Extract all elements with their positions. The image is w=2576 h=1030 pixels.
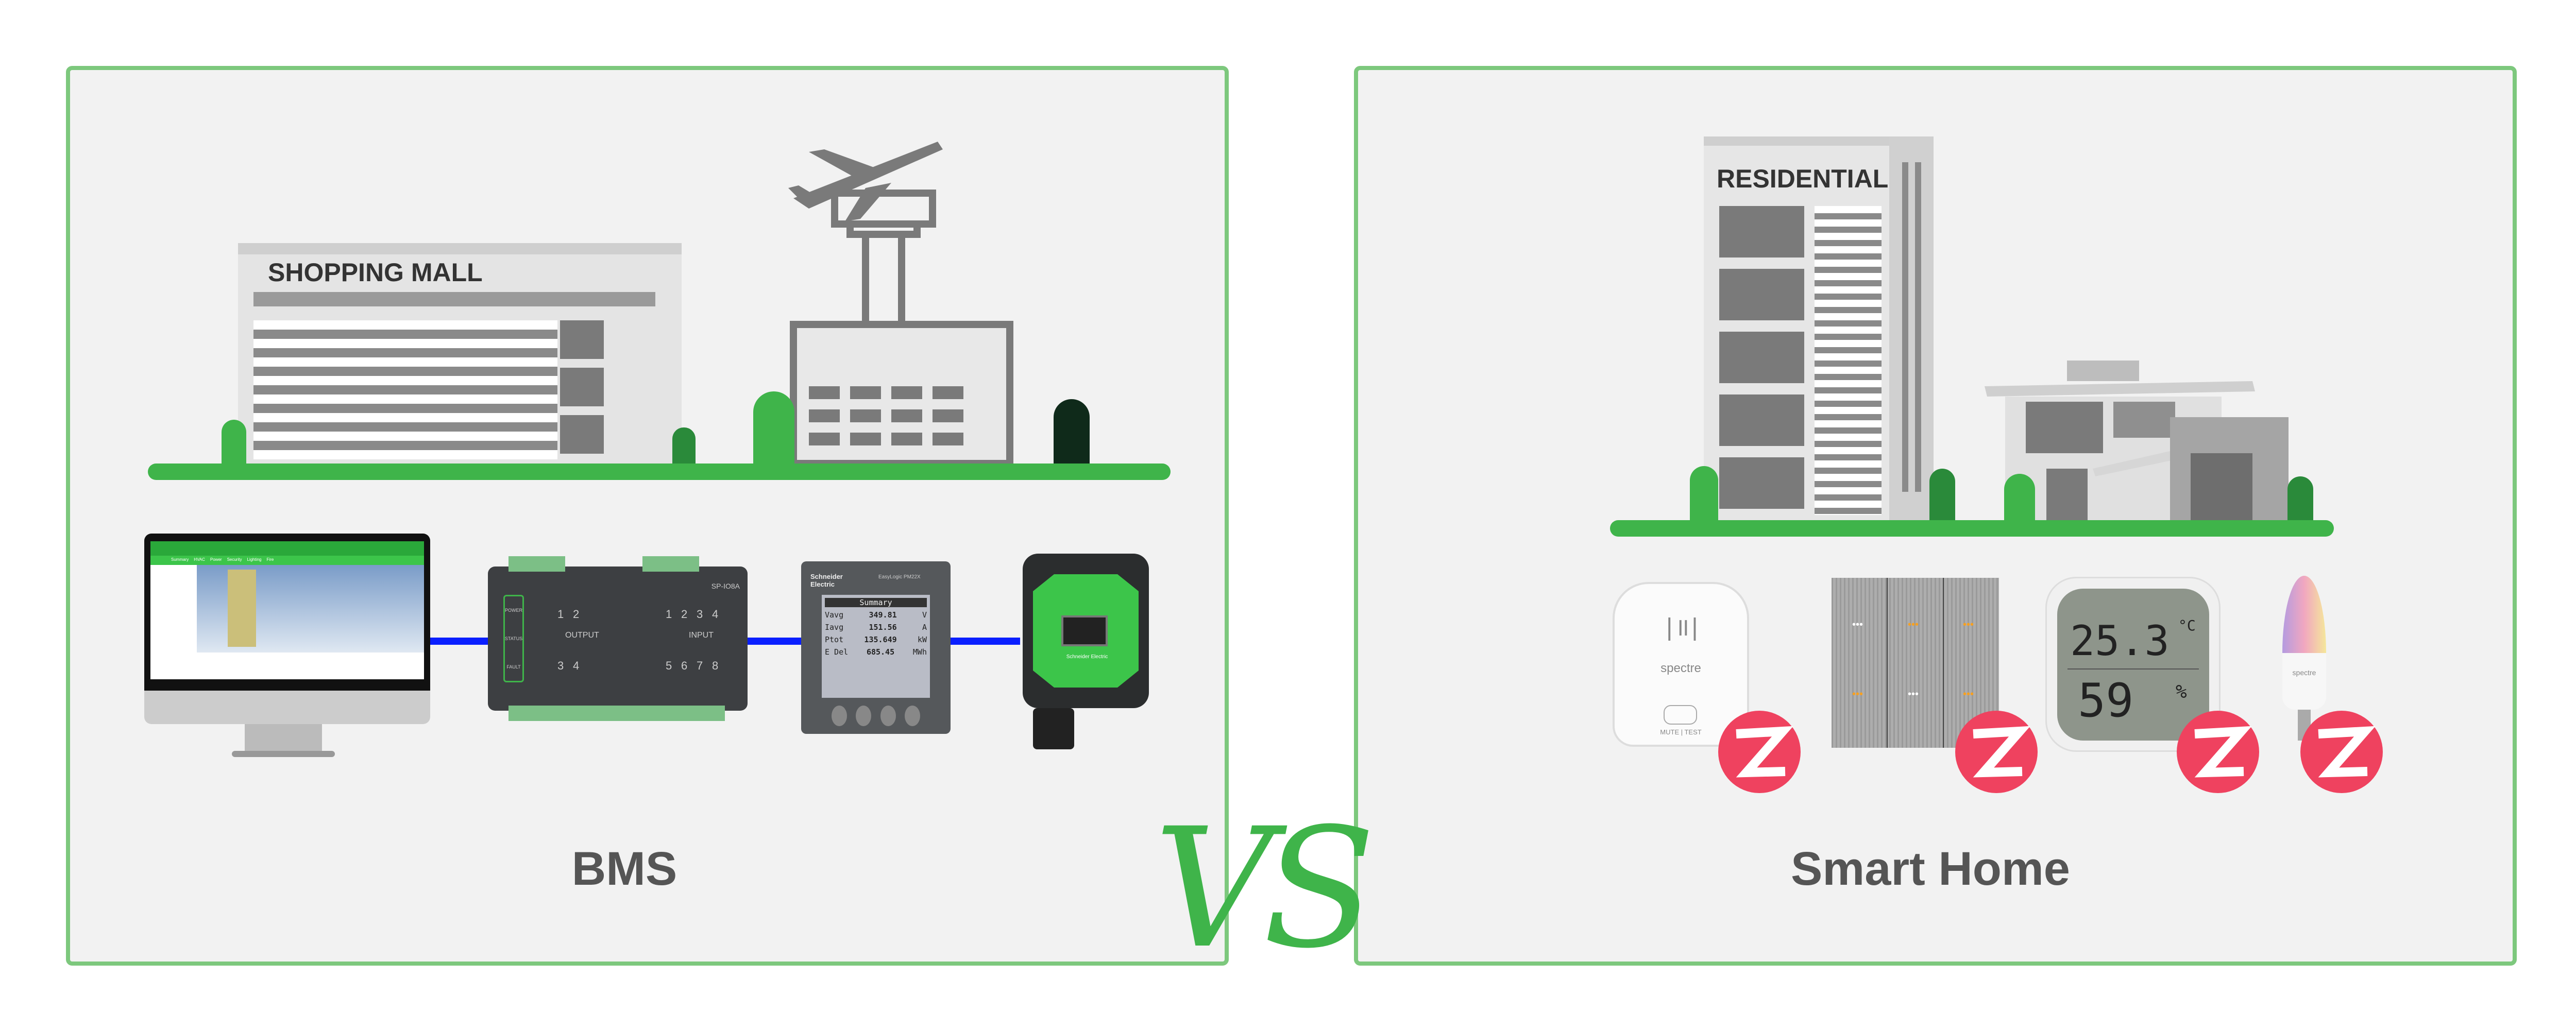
- meter-model: EasyLogic PM22X: [878, 574, 921, 580]
- nav-item: Fire: [266, 557, 274, 562]
- pressure-sensor: Schneider Electric: [1023, 554, 1149, 749]
- zigbee-icon: [2177, 711, 2259, 793]
- residential-tower: [1704, 136, 1934, 520]
- tree: [2287, 476, 2313, 523]
- status-label: FAULT: [506, 664, 521, 670]
- meter-brand: Schneider Electric: [810, 573, 843, 588]
- computer-monitor: Summary HVAC Power Security Lighting Fire: [144, 534, 430, 759]
- channel-number: 1: [666, 608, 672, 621]
- meter-row-unit: V: [922, 610, 927, 620]
- indicator-dots: •••: [1908, 689, 1919, 700]
- channel-number: 7: [697, 659, 703, 672]
- ground-smart-home: [1610, 520, 2334, 537]
- tree: [1690, 466, 1718, 523]
- model-label: SP-IO8A: [711, 582, 740, 590]
- meter-row-unit: A: [922, 623, 927, 632]
- indicator-dots: •••: [1908, 619, 1919, 630]
- channel-number: 2: [681, 608, 688, 621]
- meter-row-value: 151.56: [869, 623, 897, 632]
- smoke-button-label: MUTE | TEST: [1660, 728, 1702, 736]
- meter-row-value: 685.45: [866, 647, 895, 657]
- channel-number: 3: [557, 659, 564, 672]
- tree: [1054, 399, 1090, 466]
- bulb-brand: spectre: [2292, 668, 2316, 677]
- meter-row-label: Ptot: [825, 635, 844, 644]
- meter-row-label: Iavg: [825, 623, 844, 632]
- bms-panel: [66, 66, 1229, 966]
- zigbee-icon: [2300, 711, 2383, 793]
- output-label: OUTPUT: [565, 631, 599, 640]
- meter-row-unit: MWh: [912, 647, 927, 657]
- nav-item: Summary: [171, 557, 189, 562]
- indicator-dots: •••: [1963, 619, 1974, 630]
- mall-label: SHOPPING MALL: [268, 258, 483, 287]
- nav-item: Security: [227, 557, 242, 562]
- meter-row-label: E Del: [825, 647, 849, 657]
- tree: [753, 391, 794, 466]
- meter-row-unit: kW: [917, 635, 927, 644]
- status-label: POWER: [505, 608, 523, 613]
- power-meter: Schneider Electric EasyLogic PM22X Summa…: [801, 561, 951, 734]
- temperature-unit: °C: [2178, 617, 2196, 634]
- temperature-value: 25.3: [2070, 617, 2170, 665]
- tree: [2004, 474, 2035, 523]
- residential-label: RESIDENTIAL: [1717, 164, 1889, 193]
- channel-number: 4: [712, 608, 719, 621]
- indicator-dots: •••: [1963, 689, 1974, 700]
- channel-number: 2: [573, 608, 580, 621]
- io-controller: SP-IO8A OUTPUT INPUT 1 2 1 2 3 4 3 4 5 6…: [488, 556, 748, 721]
- airplane-icon: [788, 142, 943, 221]
- smoke-brand: spectre: [1660, 661, 1701, 675]
- smart-bulb: spectre: [2275, 576, 2334, 741]
- sensor-brand: Schneider Electric: [1066, 654, 1108, 660]
- shopping-mall-building: [238, 243, 682, 464]
- nav-item: Lighting: [247, 557, 262, 562]
- humidity-unit: %: [2176, 681, 2187, 702]
- channel-number: 5: [666, 659, 672, 672]
- bms-title: BMS: [571, 843, 677, 895]
- ground-bms: [148, 464, 1171, 480]
- meter-row-label: Vavg: [825, 610, 844, 620]
- tree: [222, 420, 246, 466]
- channel-number: 8: [712, 659, 719, 672]
- status-label: STATUS: [504, 636, 523, 641]
- vs-label: VS: [1154, 793, 1376, 985]
- smoke-detector: |॥| spectre MUTE | TEST: [1613, 582, 1749, 747]
- zigbee-icon: [1955, 711, 2038, 793]
- meter-row-value: 349.81: [869, 610, 897, 620]
- channel-number: 6: [681, 659, 688, 672]
- channel-number: 3: [697, 608, 703, 621]
- channel-number: 4: [573, 659, 580, 672]
- meter-screen-title: Summary: [825, 598, 927, 607]
- smart-home-title: Smart Home: [1791, 843, 2070, 895]
- input-label: INPUT: [689, 631, 714, 640]
- airport-terminal: [790, 190, 1013, 467]
- zigbee-icon: [1718, 711, 1801, 793]
- tree: [1929, 469, 1955, 520]
- nav-item: Power: [210, 557, 222, 562]
- meter-row-value: 135.649: [864, 635, 897, 644]
- indicator-dots: •••: [1852, 689, 1863, 700]
- nav-item: HVAC: [194, 557, 205, 562]
- indicator-dots: •••: [1852, 619, 1863, 630]
- tree: [672, 427, 696, 466]
- house: [1985, 360, 2289, 520]
- channel-number: 1: [557, 608, 564, 621]
- humidity-value: 59: [2078, 674, 2134, 728]
